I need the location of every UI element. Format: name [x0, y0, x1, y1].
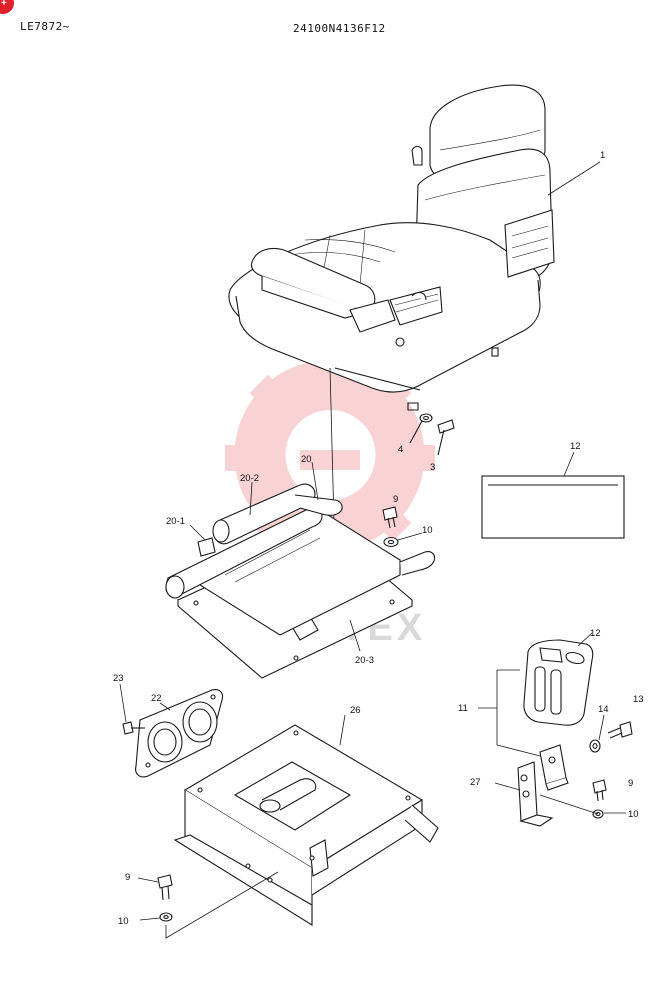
leader-26: [339, 714, 346, 746]
callout-26: 26: [350, 705, 361, 716]
bolt-9-icon: [382, 506, 398, 529]
part-number: 24100N4136F12: [293, 22, 386, 35]
leader-14: [598, 714, 605, 741]
corner-badge-icon: +: [0, 0, 14, 14]
callout-10c: 10: [118, 916, 129, 927]
leader-20-1: [189, 524, 206, 541]
leader-23: [119, 683, 127, 723]
bolt-9b-icon: [592, 779, 607, 802]
washer-10-icon: [383, 536, 399, 548]
leader-12b: [577, 632, 593, 647]
callout-11: 11: [458, 703, 468, 714]
callout-22: 22: [151, 693, 162, 704]
leader-20: [311, 461, 319, 501]
seat-stand-26-icon: [173, 724, 439, 926]
callout-27: 27: [470, 777, 481, 788]
bolt-3-icon: [437, 419, 455, 456]
leader-22: [159, 702, 171, 711]
leader-10a: [397, 532, 423, 541]
screw-23-icon: [122, 721, 145, 735]
callout-10a: 10: [422, 525, 433, 536]
callout-13: 13: [633, 694, 644, 705]
leader-27: [494, 782, 521, 791]
bracket-11-icon: [539, 744, 569, 791]
callout-3: 3: [430, 462, 435, 473]
cup-holder-22-icon: [135, 689, 224, 778]
callout-20-3: 20-3: [355, 655, 374, 666]
callout-10b: 10: [628, 809, 639, 820]
washer-4-icon: [409, 413, 433, 444]
leader-20-2: [249, 481, 253, 516]
washer-10c-icon: [159, 912, 173, 922]
callout-9a: 9: [393, 494, 398, 505]
bottle-holder-12-icon: [523, 639, 594, 726]
callout-4: 4: [398, 444, 403, 455]
seat-assembly: [228, 84, 555, 411]
leader-1: [547, 161, 601, 196]
callout-20-1: 20-1: [166, 516, 185, 527]
callout-20-2: 20-2: [240, 473, 259, 484]
callout-1: 1: [600, 150, 605, 161]
leader-10c: [139, 917, 161, 921]
bolt-13-icon: [607, 721, 633, 739]
leader-11: [496, 669, 541, 757]
callout-12a: 12: [570, 441, 581, 452]
model-code: LE7872~: [20, 20, 70, 33]
leader-20-3: [349, 619, 361, 652]
manual-12-icon: [481, 475, 625, 539]
leader-10b: [539, 794, 626, 815]
leader-9c: [137, 877, 159, 883]
bracket-27-icon: [517, 761, 554, 827]
washer-14-icon: [589, 739, 601, 753]
callout-14: 14: [598, 704, 609, 715]
callout-20: 20: [301, 454, 312, 465]
callout-12b: 12: [590, 628, 601, 639]
suspension-assembly: [165, 483, 436, 679]
bolt-9c-icon: [157, 874, 173, 901]
callout-9b: 9: [628, 778, 633, 789]
callout-9c: 9: [125, 872, 130, 883]
assembly-guide-line-bottom: [165, 871, 279, 939]
leader-12a: [563, 451, 575, 477]
callout-23: 23: [113, 673, 124, 684]
